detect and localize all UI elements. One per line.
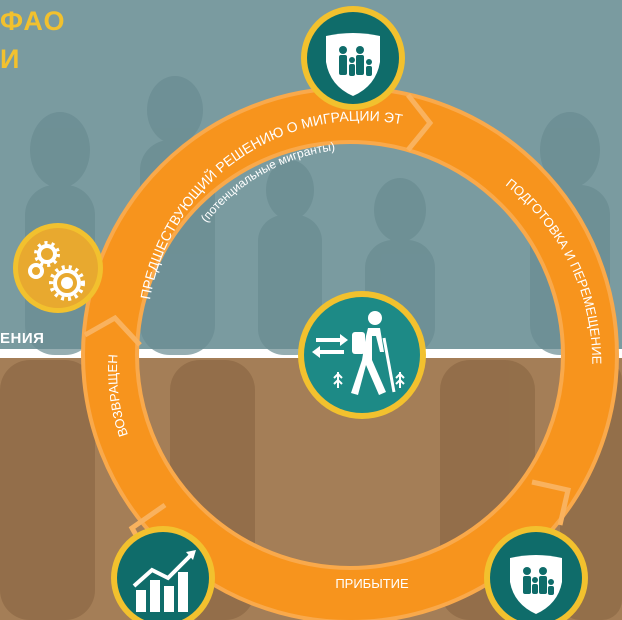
family-shield-icon (301, 6, 405, 110)
stage-label-arrival: ПРИБЫТИЕ (335, 576, 409, 591)
growth-chart-icon (111, 526, 215, 620)
migrant-walking-icon (298, 291, 426, 419)
title-line-2: И (0, 44, 20, 74)
family-shield-icon (484, 526, 588, 620)
cycle-ring (85, 90, 615, 620)
left-cut-label: ЕНИЯ (0, 330, 45, 347)
gears-icon (13, 223, 103, 313)
title-line-1: ФАО (0, 6, 66, 36)
